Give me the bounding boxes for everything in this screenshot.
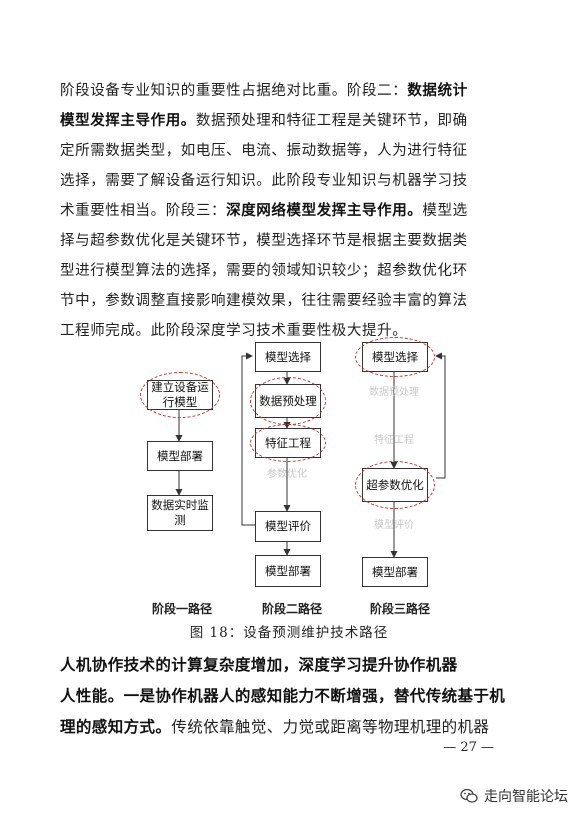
faint-data-preprocess: 数据预处理 (369, 387, 419, 398)
box-model-deploy: 模型部署 (147, 441, 213, 471)
faint-feature-eng: 特征工程 (374, 435, 414, 446)
text-run: 数据预处理和特征工程是关键环节，即确 (195, 113, 468, 129)
box-model-deploy-2: 模型部署 (255, 555, 321, 587)
highlight-ellipse (355, 461, 435, 509)
text-run: 传统依靠触觉、力觉或距离等物理机理的机器 (171, 718, 490, 736)
text-line: 术重要性相当。阶段三：深度网络模型发挥主导作用。模型选 (60, 196, 518, 226)
bold-text: 理的感知方式。 (60, 718, 172, 736)
highlight-ellipse (140, 372, 220, 418)
text-run: 定所需数据类型，如电压、电流、振动数据等，人为进行特征 (60, 143, 468, 159)
text-line: 定所需数据类型，如电压、电流、振动数据等，人为进行特征 (60, 136, 518, 166)
text-line: 择与超参数优化是关键环节，模型选择环节是根据主要数据类 (60, 226, 518, 256)
watermark-text: 走向智能论坛 (484, 789, 568, 805)
body-paragraph-2: 人机协作技术的计算复杂度增加，深度学习提升协作机器人性能。一是协作机器人的感知能… (60, 650, 518, 743)
path1-label: 阶段一路径 (152, 602, 213, 616)
text-line: 节中，参数调整直接影响建模效果，往往需要经验丰富的算法 (60, 286, 518, 316)
figure-caption: 图 18：设备预测维护技术路径 (189, 625, 389, 641)
text-run: 阶段设备专业知识的重要性占据绝对比重。阶段二： (60, 83, 408, 99)
path3-label: 阶段三路径 (370, 602, 431, 616)
page-number: — 27 — (443, 740, 494, 755)
body-paragraph-1: 阶段设备专业知识的重要性占据绝对比重。阶段二：数据统计模型发挥主导作用。数据预处… (60, 76, 518, 346)
text-run: 术重要性相当。阶段三： (60, 203, 227, 219)
text-line: 人机协作技术的计算复杂度增加，深度学习提升协作机器 (60, 650, 518, 681)
box-model-select: 模型选择 (255, 342, 321, 372)
text-line: 人性能。一是协作机器人的感知能力不断增强，替代传统基于机 (60, 681, 518, 712)
box-realtime-monitor: 数据实时监测 (147, 495, 213, 531)
faint-param-opt: 参数优化 (267, 469, 307, 480)
path2-label: 阶段二路径 (262, 602, 323, 616)
text-run: 选择，需要了解设备运行知识。此阶段专业知识与机器学习技 (60, 173, 468, 189)
highlight-ellipse (250, 424, 326, 462)
text-line: 模型发挥主导作用。数据预处理和特征工程是关键环节，即确 (60, 106, 518, 136)
text-line: 阶段设备专业知识的重要性占据绝对比重。阶段二：数据统计 (60, 76, 518, 106)
text-run: 工程师完成。此阶段深度学习技术重要性极大提升。 (60, 323, 408, 339)
faint-model-eval: 模型评价 (374, 520, 414, 531)
wechat-icon (460, 788, 478, 803)
bold-text: 数据统计 (407, 83, 468, 99)
watermark: 走向智能论坛 (460, 786, 568, 806)
text-run: 型进行模型算法的选择，需要的领域知识较少；超参数优化环 (60, 263, 468, 279)
text-line: 理的感知方式。传统依靠触觉、力觉或距离等物理机理的机器 (60, 712, 518, 743)
text-run: 模型选 (422, 203, 468, 219)
text-line: 工程师完成。此阶段深度学习技术重要性极大提升。 (60, 316, 518, 346)
bold-text: 人机协作技术的计算复杂度增加，深度学习提升协作机器 (60, 656, 458, 674)
box-model-eval: 模型评价 (255, 511, 321, 542)
highlight-ellipse (250, 377, 326, 425)
box-model-deploy-3: 模型部署 (362, 557, 428, 587)
bold-text: 深度网络模型发挥主导作用。 (226, 203, 423, 219)
text-line: 选择，需要了解设备运行知识。此阶段专业知识与机器学习技 (60, 166, 518, 196)
text-run: 择与超参数优化是关键环节，模型选择环节是根据主要数据类 (60, 233, 468, 249)
bold-text: 模型发挥主导作用。 (60, 113, 196, 129)
text-run: 节中，参数调整直接影响建模效果，往往需要经验丰富的算法 (60, 293, 468, 309)
highlight-ellipse (355, 337, 435, 377)
bold-text: 人性能。一是协作机器人的感知能力不断增强，替代传统基于机 (60, 687, 506, 705)
feedback-loop (435, 352, 446, 479)
text-line: 型进行模型算法的选择，需要的领域知识较少；超参数优化环 (60, 256, 518, 286)
